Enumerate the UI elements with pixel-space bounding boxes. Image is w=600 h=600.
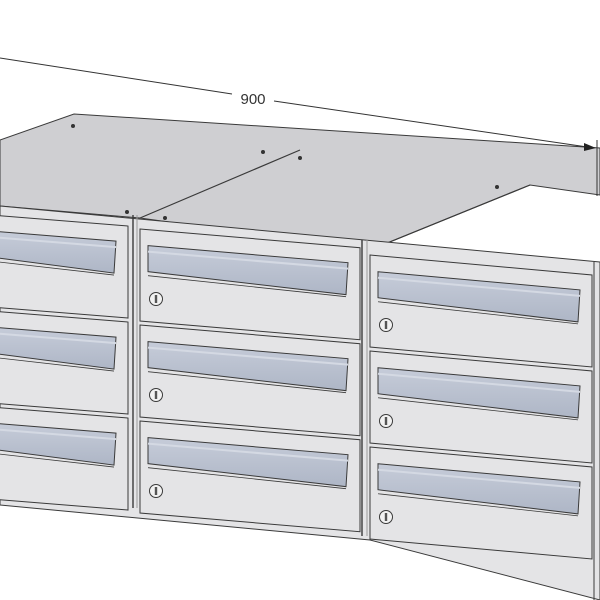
flap-highlight — [147, 442, 349, 462]
flap-highlight — [0, 236, 117, 249]
flap-lip — [377, 493, 579, 517]
dimension-line — [0, 57, 233, 95]
lock-icon[interactable] — [379, 510, 393, 524]
flap-lip — [0, 357, 115, 372]
screw-icon — [298, 156, 302, 160]
width-dimension-label: 900 — [240, 91, 265, 108]
flap-highlight — [147, 346, 349, 366]
flap-highlight — [147, 250, 349, 270]
lock-icon[interactable] — [379, 414, 393, 428]
screw-icon — [163, 216, 167, 220]
mailbox-door[interactable] — [0, 407, 129, 511]
mail-slot-flap[interactable] — [147, 437, 349, 488]
mail-slot-flap[interactable] — [0, 327, 117, 370]
flap-lip — [0, 453, 115, 468]
flap-highlight — [377, 372, 581, 393]
lock-icon[interactable] — [379, 318, 393, 332]
mailbox-door[interactable] — [369, 254, 593, 368]
mail-slot-flap[interactable] — [0, 231, 117, 274]
mail-slot-flap[interactable] — [377, 367, 581, 419]
top-seam-2 — [369, 184, 531, 251]
mail-slot-flap[interactable] — [147, 341, 349, 392]
top-seam-1 — [139, 149, 301, 219]
mailbox-door[interactable] — [139, 228, 361, 341]
screw-icon — [261, 150, 265, 154]
mailbox-door[interactable] — [139, 324, 361, 437]
screw-icon — [495, 185, 499, 189]
flap-lip — [0, 261, 115, 276]
mailbox-door[interactable] — [0, 215, 129, 319]
mail-slot-flap[interactable] — [147, 245, 349, 296]
mail-slot-flap[interactable] — [0, 423, 117, 466]
mailbox-door[interactable] — [139, 420, 361, 533]
flap-highlight — [0, 428, 117, 441]
flap-highlight — [0, 332, 117, 345]
flap-lip — [377, 397, 579, 421]
dimension-line — [273, 100, 595, 149]
flap-lip — [147, 275, 347, 298]
flap-lip — [147, 371, 347, 394]
screw-icon — [71, 124, 75, 128]
flap-lip — [147, 467, 347, 490]
flap-lip — [377, 301, 579, 325]
mail-slot-flap[interactable] — [377, 271, 581, 323]
mail-slot-flap[interactable] — [377, 463, 581, 515]
mailbox-door[interactable] — [369, 350, 593, 464]
mailbox-door[interactable] — [0, 311, 129, 415]
lock-icon[interactable] — [149, 388, 163, 402]
arrow-head-icon — [584, 143, 596, 151]
flap-highlight — [377, 276, 581, 297]
mailbox-door[interactable] — [369, 446, 593, 560]
lock-icon[interactable] — [149, 292, 163, 306]
mailbox-grid — [0, 215, 593, 560]
flap-highlight — [377, 468, 581, 489]
lock-icon[interactable] — [149, 484, 163, 498]
screw-icon — [125, 210, 129, 214]
